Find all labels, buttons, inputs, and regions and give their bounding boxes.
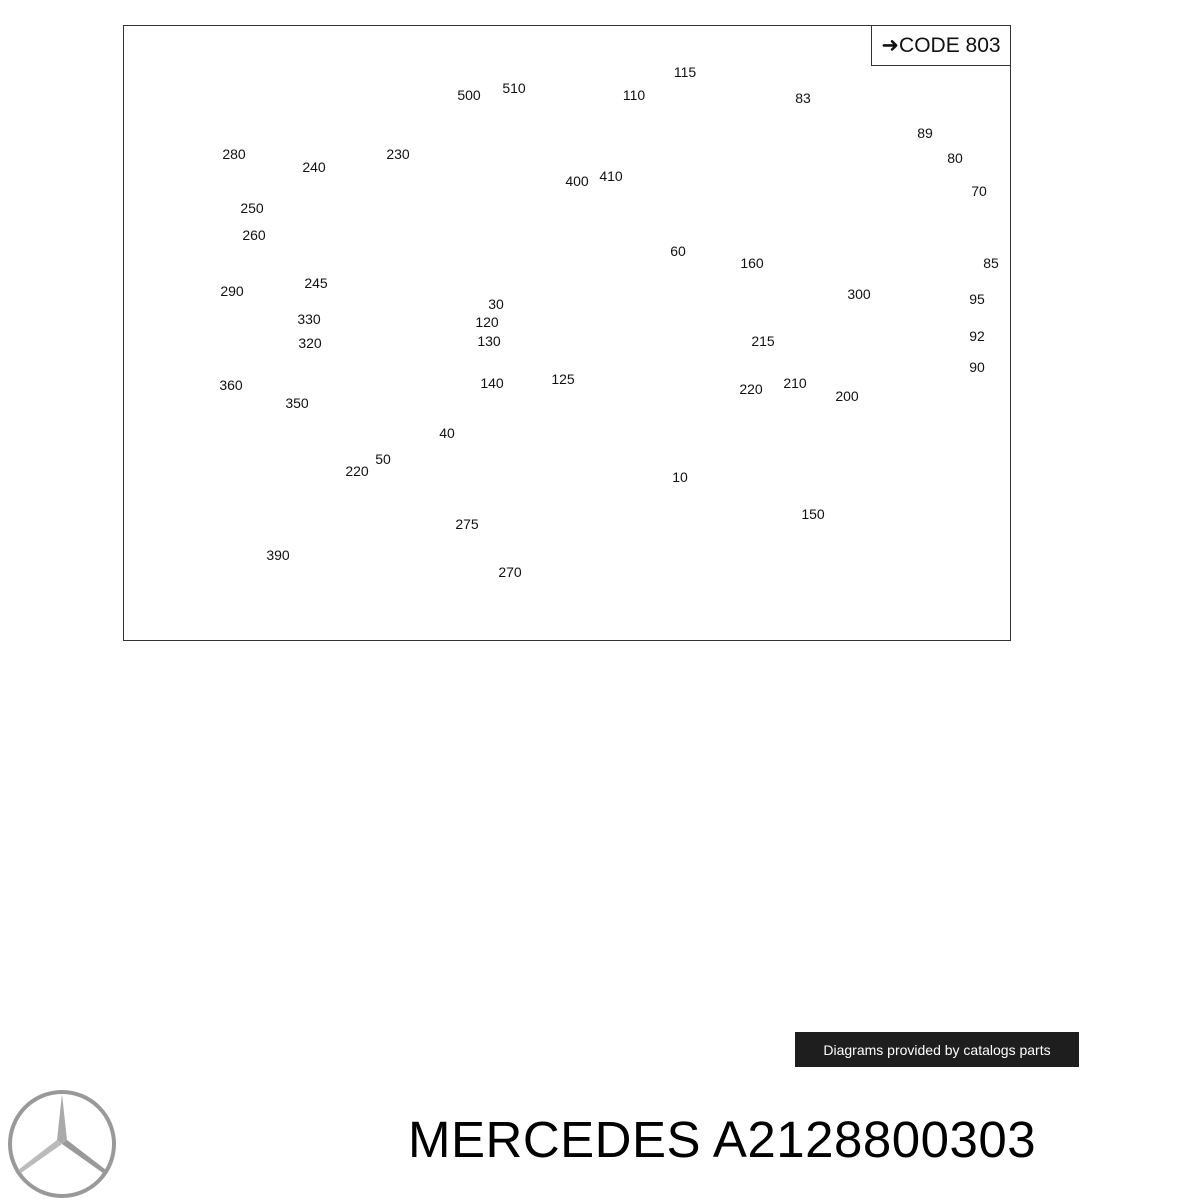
part-label: 220	[345, 463, 369, 479]
part-label: 400	[565, 173, 589, 189]
part-label: 10	[672, 469, 688, 485]
part-label: 150	[801, 506, 825, 522]
brand-name: MERCEDES	[408, 1111, 702, 1168]
part-label: 500	[457, 87, 481, 103]
mercedes-star-icon	[8, 1090, 116, 1198]
product-title: MERCEDES A2128800303	[408, 1110, 1036, 1169]
part-label: 90	[969, 359, 985, 375]
part-label: 89	[917, 125, 933, 141]
part-label: 260	[242, 227, 266, 243]
part-label: 120	[475, 314, 499, 330]
part-label: 290	[220, 283, 244, 299]
credit-badge: Diagrams provided by catalogs parts	[795, 1032, 1079, 1067]
part-label: 210	[783, 375, 807, 391]
part-label: 350	[285, 395, 309, 411]
arrow-right-icon: ➜	[881, 34, 900, 57]
part-label: 390	[266, 547, 290, 563]
part-label: 410	[599, 168, 623, 184]
part-label: 40	[439, 425, 455, 441]
part-label: 220	[739, 381, 763, 397]
part-label: 270	[498, 564, 522, 580]
part-label: 85	[983, 255, 999, 271]
part-label: 95	[969, 291, 985, 307]
part-label: 360	[219, 377, 243, 393]
part-label: 30	[488, 296, 504, 312]
part-label: 230	[386, 146, 410, 162]
part-label: 240	[302, 159, 326, 175]
part-label: 280	[222, 146, 246, 162]
part-label: 125	[551, 371, 575, 387]
part-label: 320	[298, 335, 322, 351]
part-label: 160	[740, 255, 764, 271]
parts-diagram	[123, 25, 1011, 641]
part-label: 330	[297, 311, 321, 327]
part-label: 510	[502, 80, 526, 96]
part-label: 83	[795, 90, 811, 106]
part-label: 140	[480, 375, 504, 391]
code-box: ➜CODE 803	[871, 25, 1011, 66]
part-label: 92	[969, 328, 985, 344]
part-label: 115	[673, 64, 697, 80]
part-label: 70	[971, 183, 987, 199]
part-number: A2128800303	[712, 1111, 1037, 1168]
part-label: 80	[947, 150, 963, 166]
part-label: 245	[304, 275, 328, 291]
part-label: 110	[622, 87, 646, 103]
part-label: 60	[670, 243, 686, 259]
part-label: 275	[455, 516, 479, 532]
part-label: 50	[375, 451, 391, 467]
part-label: 200	[835, 388, 859, 404]
part-label: 130	[477, 333, 501, 349]
part-label: 250	[240, 200, 264, 216]
code-label: CODE 803	[899, 33, 1001, 57]
part-label: 300	[847, 286, 871, 302]
part-label: 215	[751, 333, 775, 349]
